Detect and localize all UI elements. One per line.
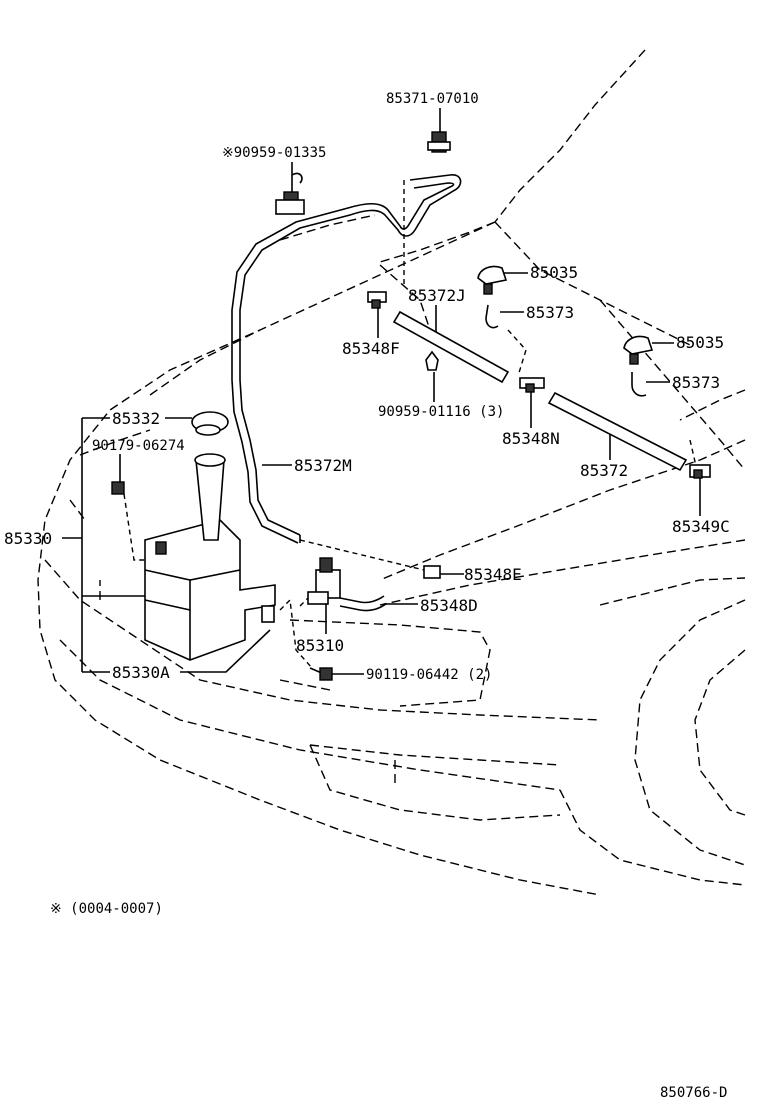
washer-nozzle-icon [623, 335, 654, 365]
washer-pump-icon [307, 557, 387, 612]
label-90179-06274: 90179-06274 [92, 438, 185, 454]
washer-nozzle-icon [477, 265, 508, 295]
label-90959-01335: ※90959-01335 [222, 145, 326, 161]
joint-85349c-icon [689, 464, 711, 479]
label-85348f: 85348F [342, 339, 400, 358]
clip-icon [275, 191, 305, 215]
hose-85372m [231, 172, 462, 544]
label-85372m: 85372M [294, 456, 352, 475]
clip-90959-icon [425, 350, 439, 371]
joint-85348f-icon [367, 291, 387, 309]
joint-85348n-icon [519, 377, 545, 393]
tube-85372 [547, 391, 688, 472]
label-85332: 85332 [112, 409, 160, 428]
label-85348e: 85348E [464, 565, 522, 584]
guide-lines [123, 180, 697, 669]
tube-85372j [392, 310, 510, 384]
label-85372: 85372 [580, 461, 628, 480]
label-85330a: 85330A [112, 663, 170, 682]
bolt-icon [309, 667, 333, 681]
figure-number: 850766-D [660, 1085, 727, 1101]
label-85035-b: 85035 [676, 333, 724, 352]
label-85348n: 85348N [502, 429, 560, 448]
label-85349c: 85349C [672, 517, 730, 536]
label-85348d: 85348D [420, 596, 478, 615]
clip-icon [427, 131, 451, 153]
tank-cap-icon [191, 411, 229, 436]
hose-85373-b [631, 372, 647, 397]
label-85035-a: 85035 [530, 263, 578, 282]
label-90119-06442: 90119-06442 (2) [366, 667, 492, 683]
hose-85373-a [485, 304, 499, 329]
label-85372j: 85372J [408, 286, 466, 305]
label-85310: 85310 [296, 636, 344, 655]
label-85373-b: 85373 [672, 373, 720, 392]
joint-85348e-icon [423, 565, 441, 579]
washer-tank-icon [144, 453, 276, 661]
footnote: ※ (0004-0007) [50, 901, 163, 917]
label-90959-01116: 90959-01116 (3) [378, 404, 504, 420]
label-85371-07010: 85371-07010 [386, 91, 479, 107]
bolt-icon [111, 481, 125, 495]
vehicle-outline [37, 49, 746, 896]
leader-lines [62, 108, 701, 675]
label-85330: 85330 [4, 529, 52, 548]
label-85373-a: 85373 [526, 303, 574, 322]
